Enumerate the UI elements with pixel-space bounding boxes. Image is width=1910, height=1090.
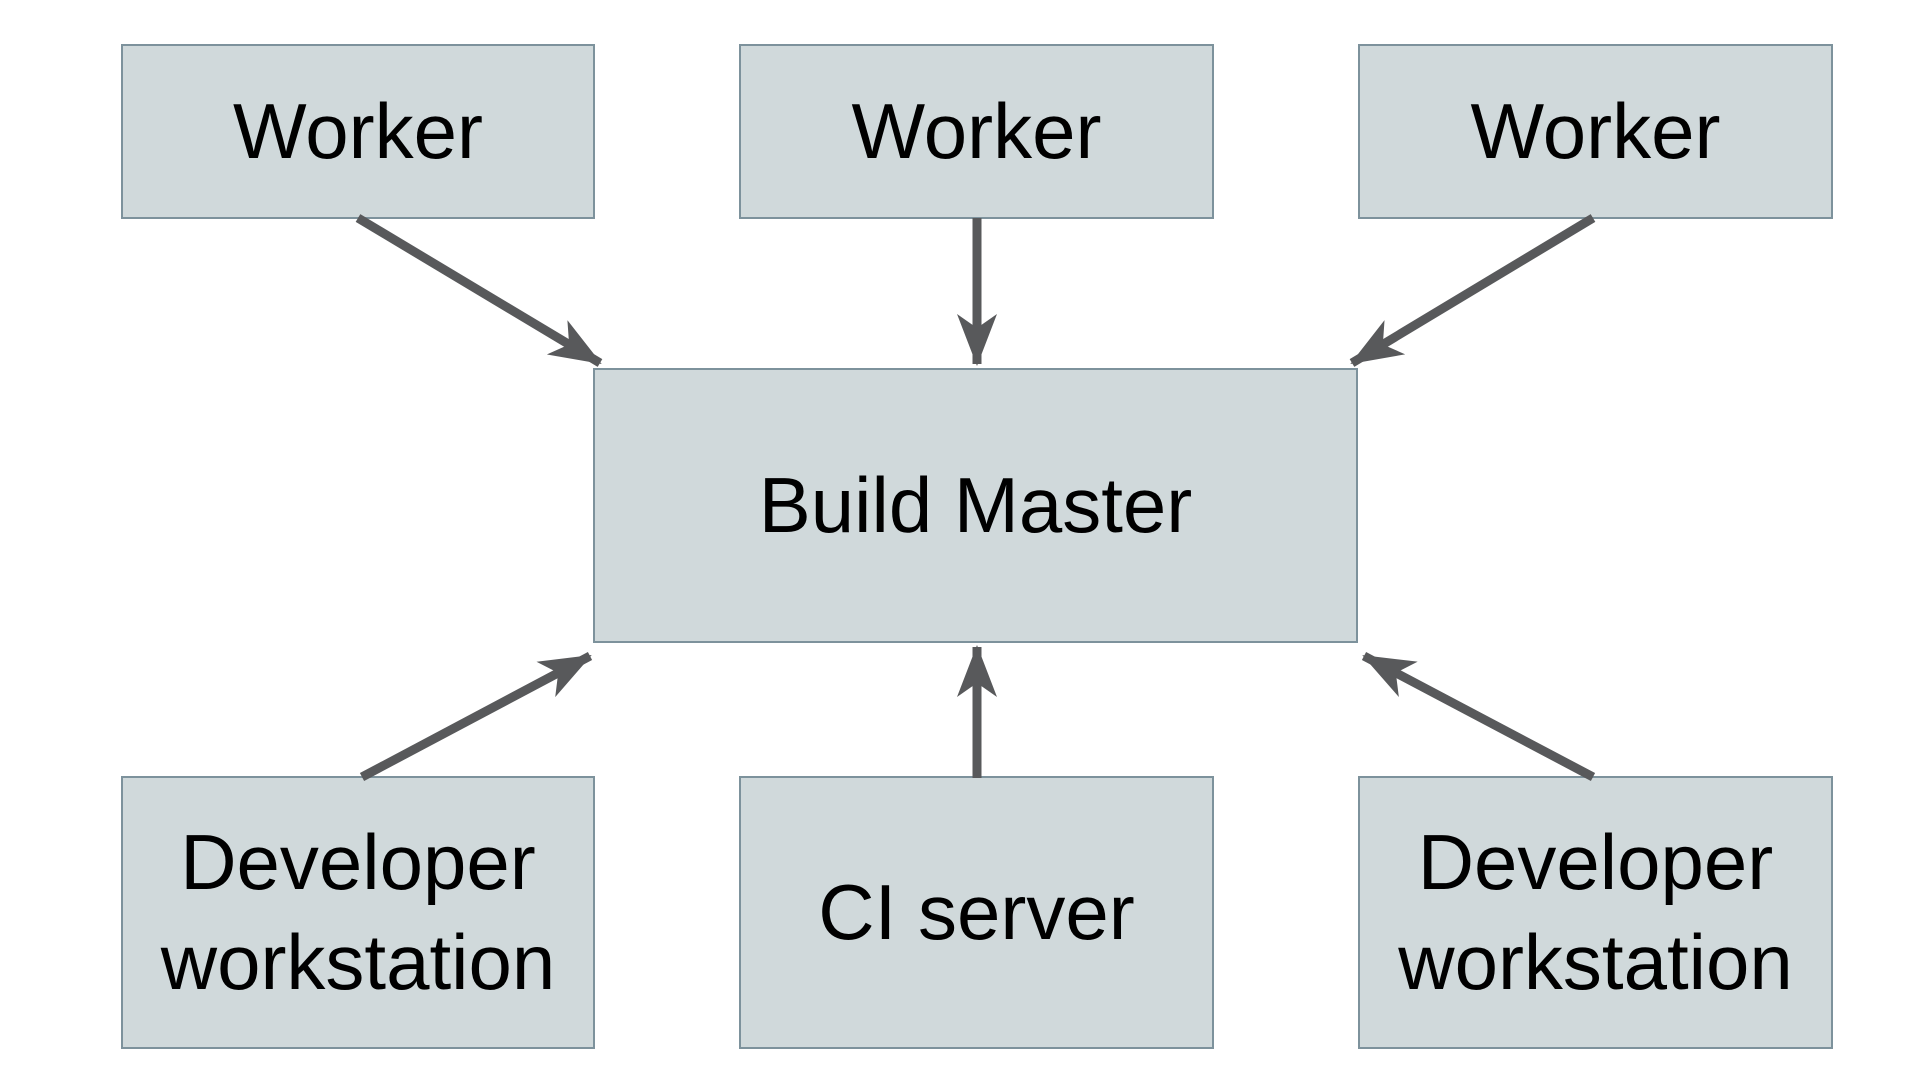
arrow-dev-workstation-2-to-build-master: [1361, 652, 1596, 781]
node-ci-server-label: CI server: [818, 867, 1135, 956]
node-build-master: Build Master: [593, 368, 1358, 643]
node-dev-workstation-2-label: Developer workstation: [1398, 818, 1793, 1006]
arrow-worker-3-to-build-master: [1349, 214, 1596, 367]
node-dev-workstation-1: Developer workstation: [121, 776, 595, 1049]
node-dev-workstation-1-label: Developer workstation: [160, 818, 556, 1006]
node-worker-2-label: Worker: [851, 86, 1102, 175]
node-worker-1-label: Worker: [233, 86, 483, 175]
arrow-worker-1-to-build-master: [355, 214, 603, 367]
node-worker-2: Worker: [739, 44, 1214, 219]
node-worker-3-label: Worker: [1470, 86, 1721, 175]
node-worker-1: Worker: [121, 44, 595, 219]
node-ci-server: CI server: [739, 776, 1214, 1049]
node-dev-workstation-2: Developer workstation: [1358, 776, 1833, 1049]
node-worker-3: Worker: [1358, 44, 1833, 219]
arrow-dev-workstation-1-to-build-master: [359, 652, 593, 781]
node-build-master-label: Build Master: [758, 460, 1193, 549]
